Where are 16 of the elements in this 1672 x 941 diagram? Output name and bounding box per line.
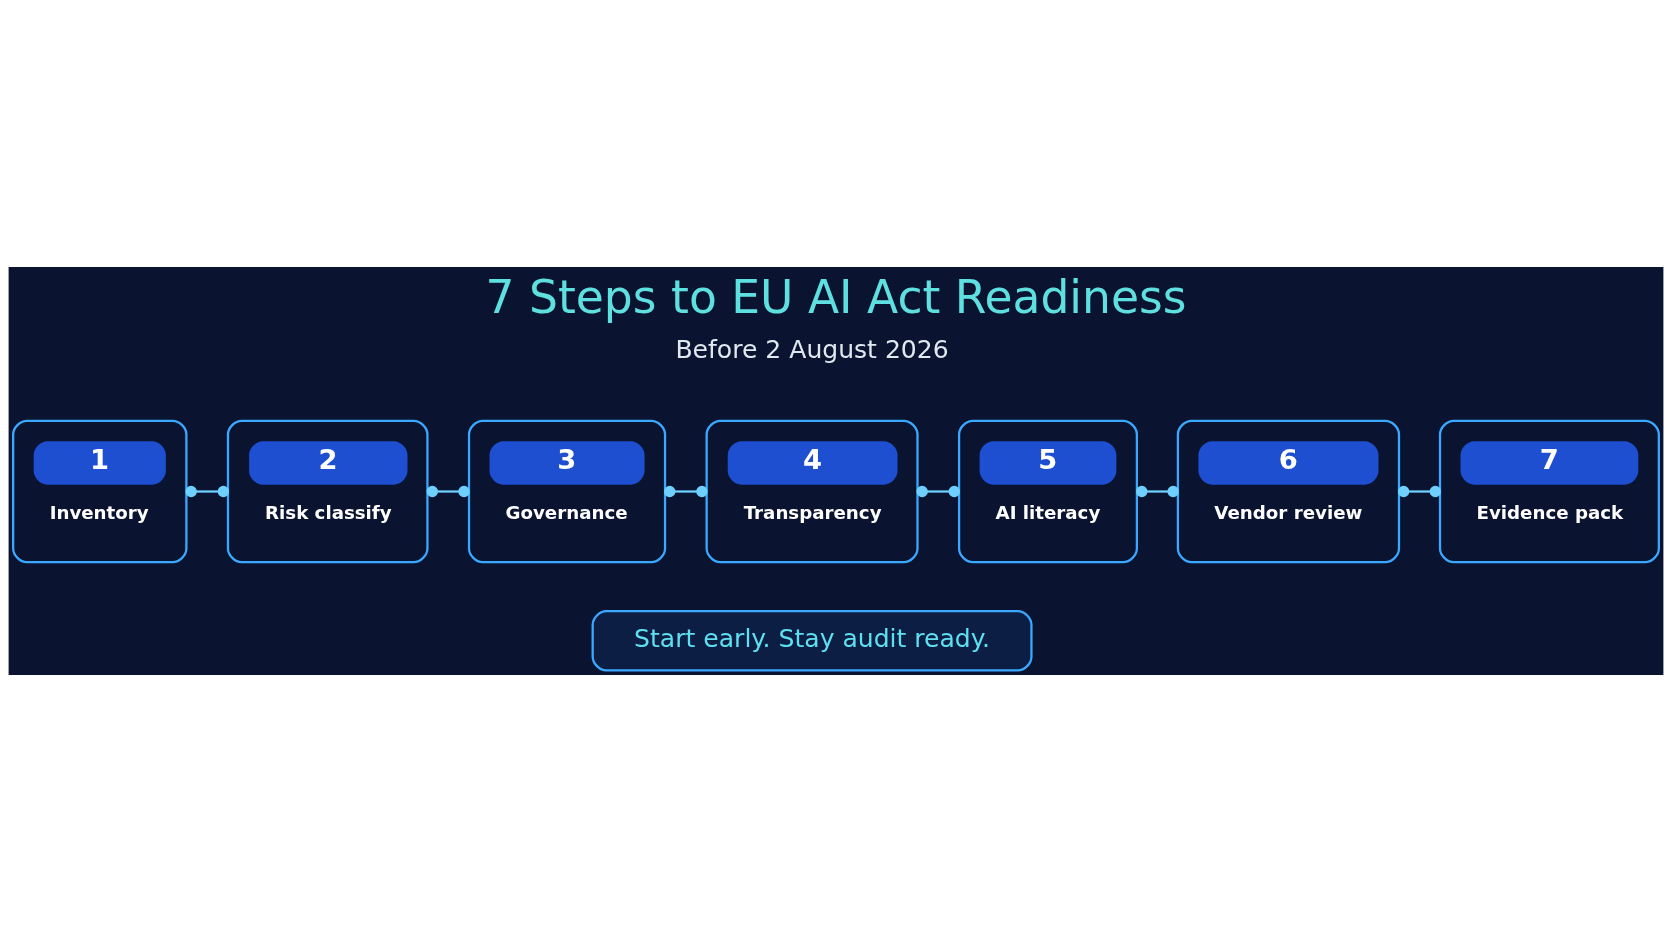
node-box: 4 Transparency: [705, 419, 919, 563]
connector: [664, 485, 708, 497]
node-box: 7 Evidence pack: [1438, 419, 1660, 563]
node-box: 6 Vendor review: [1176, 419, 1401, 563]
connector: [185, 485, 230, 497]
node-box: 3 Governance: [467, 419, 667, 563]
connector: [1136, 485, 1179, 497]
connector: [916, 485, 960, 497]
connector: [1397, 485, 1442, 497]
node-box: 2 Risk classify: [226, 419, 429, 563]
label: Before 2 August 2026: [675, 334, 949, 364]
connector: [426, 485, 470, 497]
diagram-title: 7 Steps to EU AI Act Readiness: [485, 270, 1187, 324]
node-box: 1 Inventory: [12, 419, 188, 563]
node-box: Start early. Stay audit ready.: [591, 609, 1033, 672]
node-box: 5 AI literacy: [957, 419, 1138, 563]
